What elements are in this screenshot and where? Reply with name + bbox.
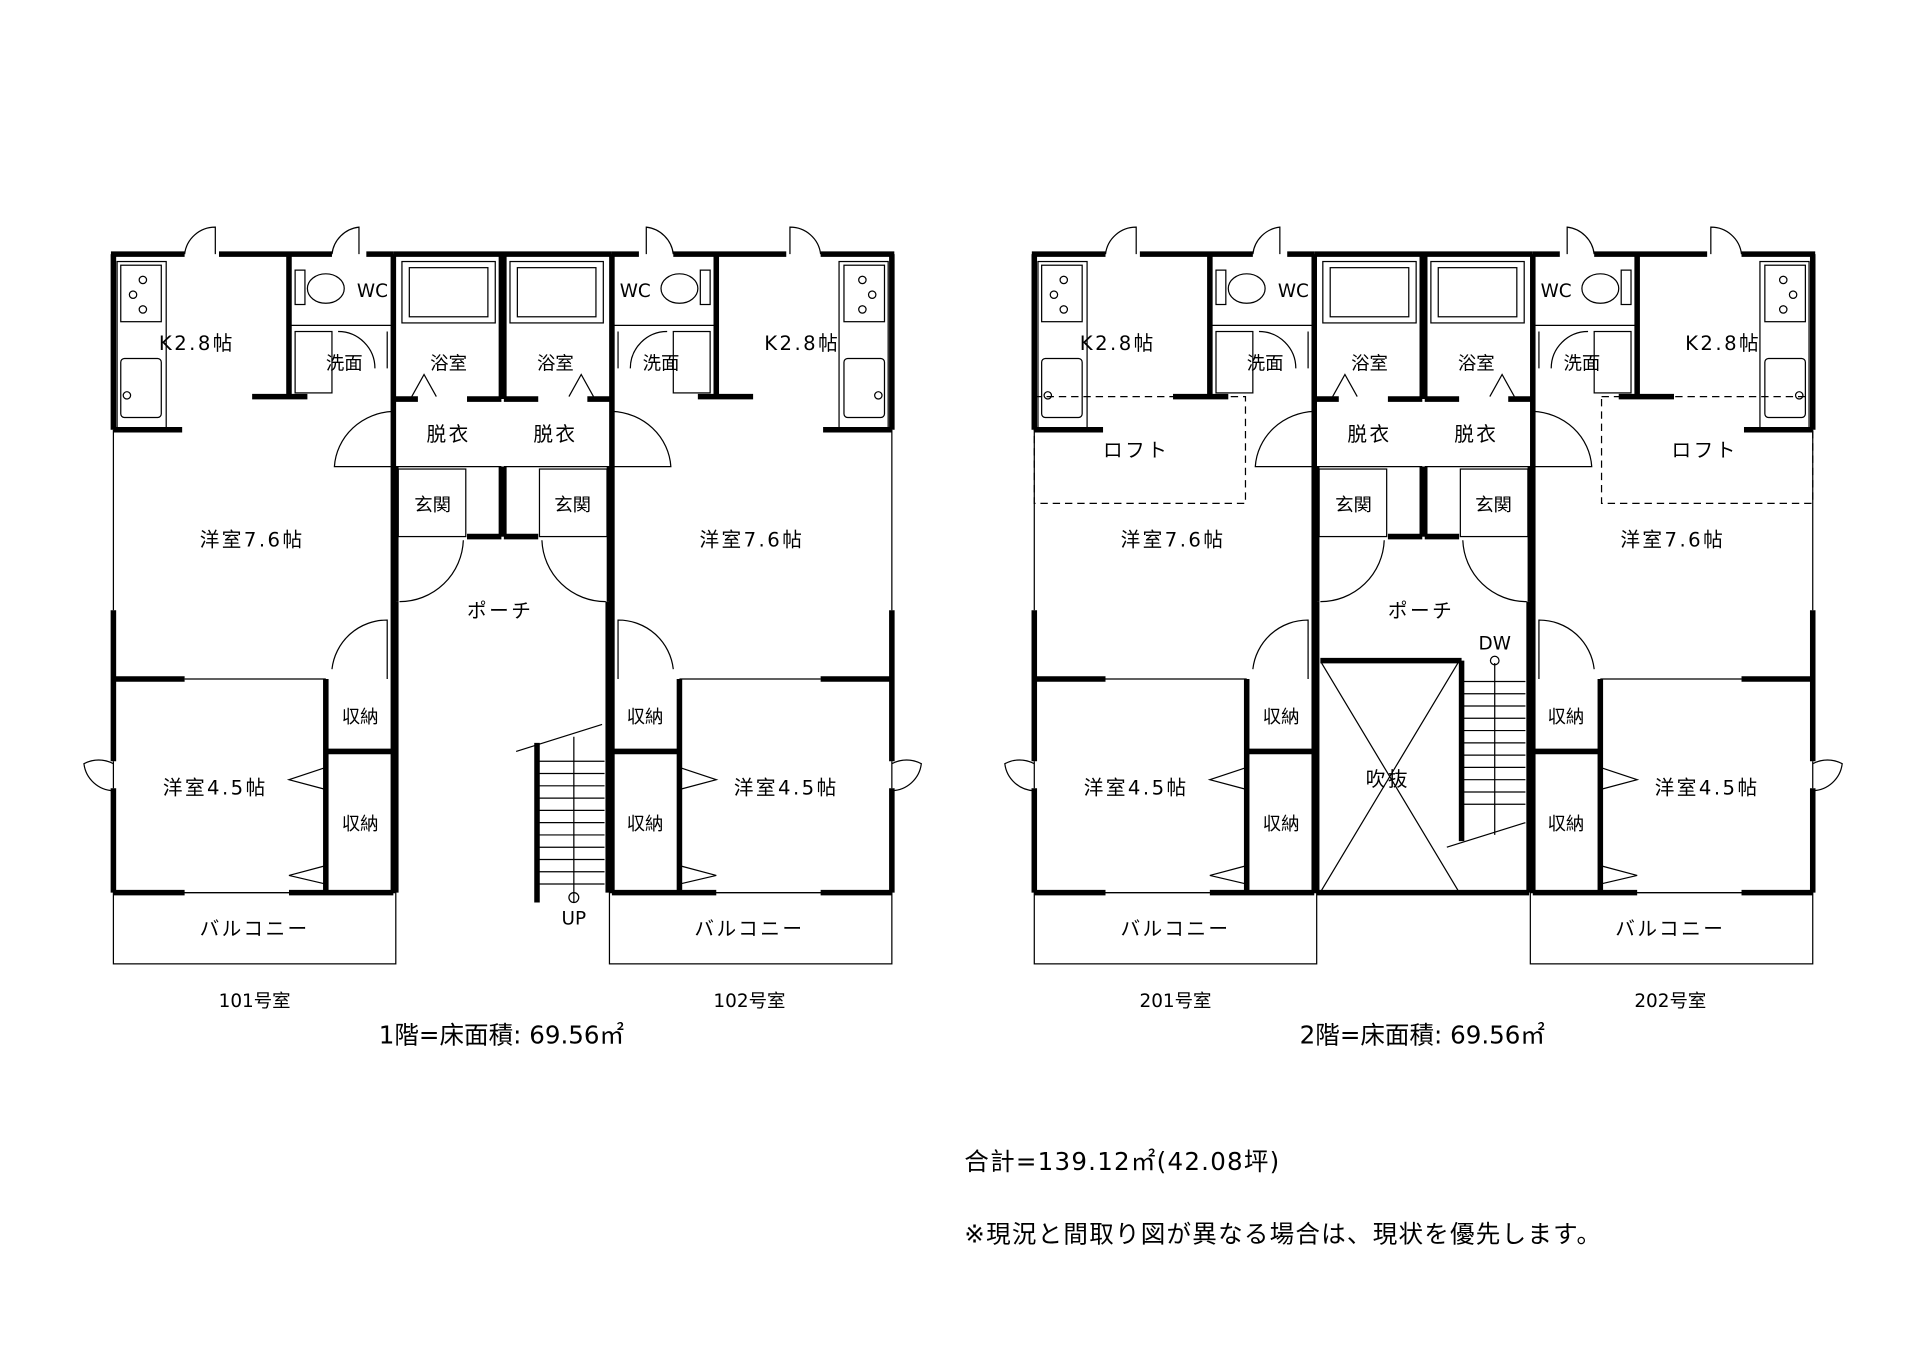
dressing-label: 脱衣 xyxy=(1454,423,1498,446)
unit-201-label: 201号室 xyxy=(1140,991,1212,1012)
void-area xyxy=(1321,662,1459,891)
void-label: 吹抜 xyxy=(1366,768,1410,791)
room-large-label: 洋室7.6帖 xyxy=(699,528,804,551)
floor-1-title: 1階=床面積: 69.56㎡ xyxy=(379,1021,624,1050)
room-large-label: 洋室7.6帖 xyxy=(200,528,305,551)
total-area: 合計=139.12㎡(42.08坪) xyxy=(964,1147,1280,1176)
floor-2-plan: K2.8帖 ロフト WC 洗面 浴室 浴室 脱衣 脱衣 玄関 玄関 洋室7.6帖… xyxy=(1005,227,1842,1050)
washroom-label: 洗面 xyxy=(326,354,363,375)
bath-label: 浴室 xyxy=(1351,354,1388,375)
room-large-label: 洋室7.6帖 xyxy=(1121,528,1226,551)
storage-label: 収納 xyxy=(1263,707,1300,728)
room-small-label: 洋室4.5帖 xyxy=(1084,776,1189,799)
kitchen-label: K2.8帖 xyxy=(159,332,235,355)
storage-label: 収納 xyxy=(1548,707,1585,728)
kitchen-label: K2.8帖 xyxy=(1685,332,1761,355)
disclaimer-note: ※現況と間取り図が異なる場合は、現状を優先します。 xyxy=(964,1220,1602,1249)
room-large-label: 洋室7.6帖 xyxy=(1620,528,1725,551)
storage-label: 収納 xyxy=(1263,814,1300,835)
room-small-label: 洋室4.5帖 xyxy=(734,776,839,799)
balcony-label: バルコニー xyxy=(200,918,310,941)
porch-label: ポーチ xyxy=(467,600,533,623)
unit-101-label: 101号室 xyxy=(219,991,291,1012)
bath-label: 浴室 xyxy=(537,354,574,375)
kitchen-label: K2.8帖 xyxy=(764,332,840,355)
floor-1-plan: K2.8帖 WC 洗面 浴室 浴室 脱衣 脱衣 玄関 玄関 洋室7.6帖 洋室4… xyxy=(84,227,921,1050)
entrance-label: 玄関 xyxy=(1335,495,1372,516)
entrance-label: 玄関 xyxy=(414,495,451,516)
kitchen-label: K2.8帖 xyxy=(1080,332,1156,355)
washroom-label: 洗面 xyxy=(1563,354,1600,375)
stairs xyxy=(1446,655,1526,848)
room-small-label: 洋室4.5帖 xyxy=(163,776,268,799)
storage-label: 収納 xyxy=(627,707,664,728)
unit-102-label: 102号室 xyxy=(713,991,785,1012)
balcony-label: バルコニー xyxy=(1120,918,1230,941)
balcony-label: バルコニー xyxy=(1615,918,1725,941)
dressing-label: 脱衣 xyxy=(427,423,471,446)
unit-202-label: 202号室 xyxy=(1634,991,1706,1012)
storage-label: 収納 xyxy=(342,814,379,835)
stairs xyxy=(515,723,605,904)
wc-label: WC xyxy=(1541,281,1572,302)
floor-2-title: 2階=床面積: 69.56㎡ xyxy=(1300,1021,1545,1050)
wc-label: WC xyxy=(620,281,651,302)
porch-label: ポーチ xyxy=(1388,600,1454,623)
entrance-label: 玄関 xyxy=(554,495,591,516)
balcony-label: バルコニー xyxy=(694,918,804,941)
loft-label: ロフト xyxy=(1103,439,1169,462)
storage-label: 収納 xyxy=(342,707,379,728)
storage-label: 収納 xyxy=(627,814,664,835)
washroom-label: 洗面 xyxy=(643,354,680,375)
entrance-label: 玄関 xyxy=(1475,495,1512,516)
dressing-label: 脱衣 xyxy=(533,423,577,446)
stairs-down-label: DW xyxy=(1479,634,1511,655)
bath-label: 浴室 xyxy=(430,354,467,375)
wc-label: WC xyxy=(1278,281,1309,302)
stairs-up-label: UP xyxy=(562,909,587,930)
loft-label: ロフト xyxy=(1672,439,1738,462)
wc-label: WC xyxy=(357,281,388,302)
washroom-label: 洗面 xyxy=(1247,354,1284,375)
storage-label: 収納 xyxy=(1548,814,1585,835)
room-small-label: 洋室4.5帖 xyxy=(1655,776,1760,799)
bath-label: 浴室 xyxy=(1458,354,1495,375)
dressing-label: 脱衣 xyxy=(1347,423,1391,446)
